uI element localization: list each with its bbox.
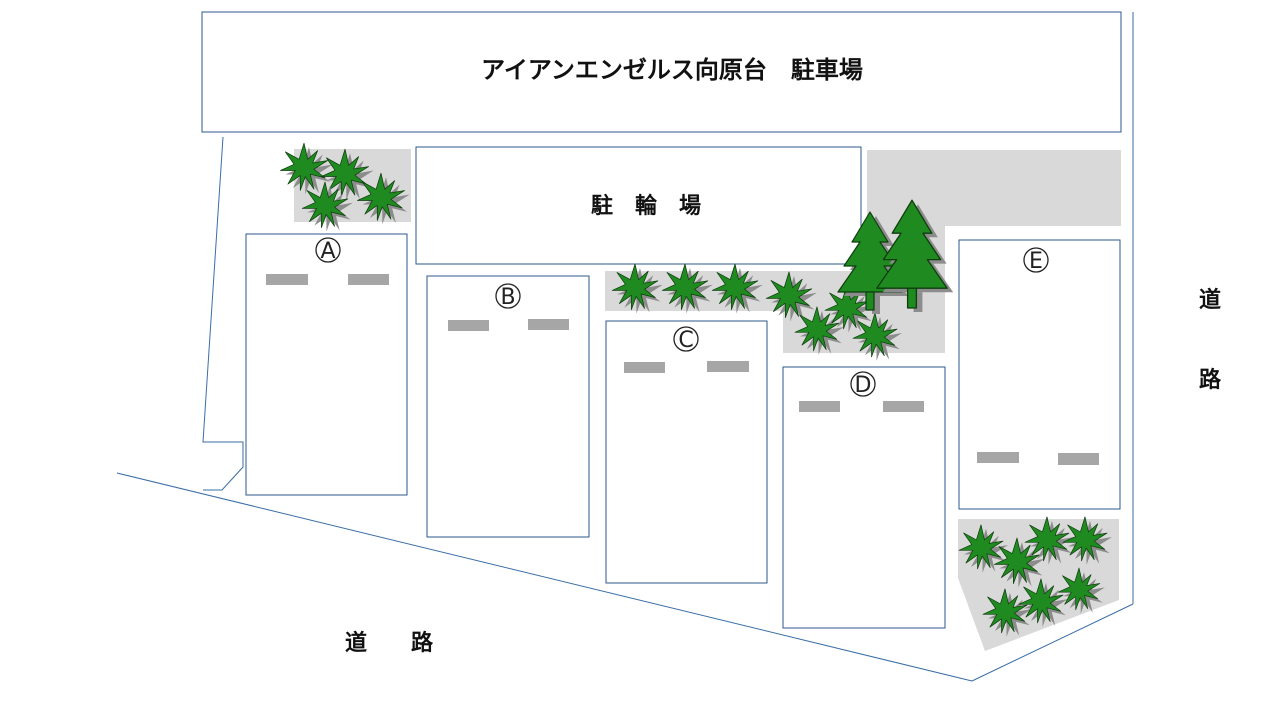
parking-space-d: D: [782, 366, 946, 629]
slot-label-b: B: [500, 285, 515, 310]
parking-space-c: C: [605, 320, 768, 584]
slot-label-c: C: [678, 328, 693, 353]
site-boundary: [116, 12, 1134, 682]
map-title: アイアンエンゼルス向原台 駐車場: [481, 56, 863, 84]
slot-label-e: E: [1029, 249, 1043, 274]
bicycle-parking: 駐 輪 場: [415, 146, 862, 265]
road-label-bottom: 道 路: [345, 630, 434, 656]
slot-label-a: A: [320, 239, 335, 264]
parking-space-a: A: [245, 233, 408, 496]
bicycle-parking-label: 駐 輪 場: [591, 193, 701, 219]
slot-label-d: D: [855, 373, 872, 398]
parking-space-e: E: [958, 239, 1121, 510]
road-label-right-bottom: 路: [1199, 367, 1222, 393]
road-label-right-top: 道: [1199, 287, 1221, 313]
title-block: アイアンエンゼルス向原台 駐車場: [201, 11, 1122, 133]
parking-space-b: B: [426, 275, 590, 538]
